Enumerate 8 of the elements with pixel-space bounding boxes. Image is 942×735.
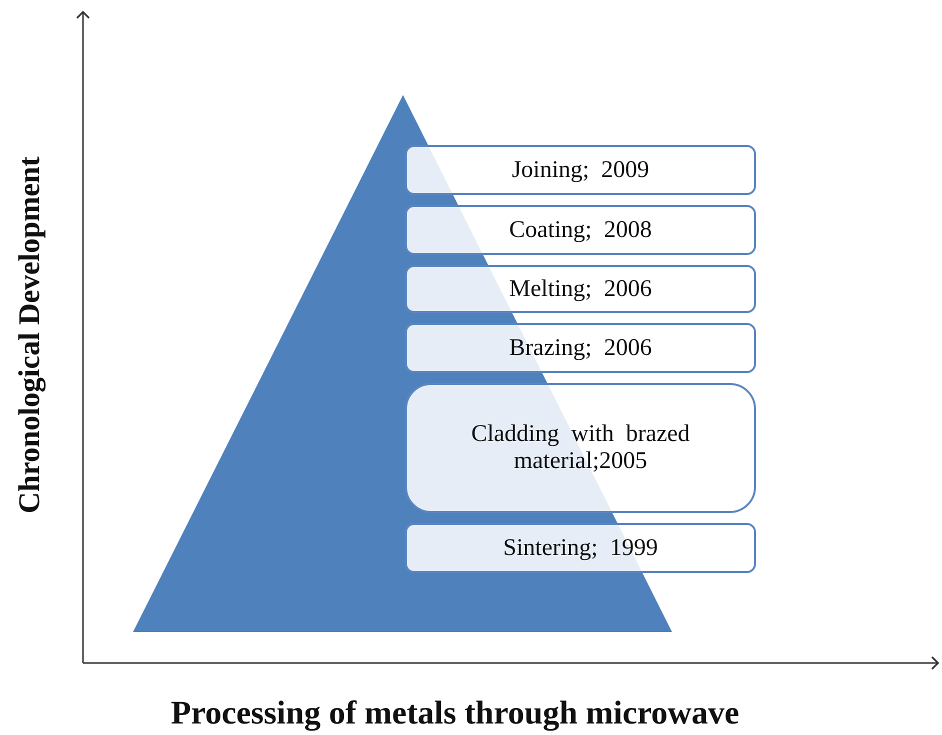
process-box: Cladding with brazed material;2005 — [405, 383, 756, 513]
x-axis-title: Processing of metals through microwave — [170, 696, 740, 732]
process-box: Sintering; 1999 — [405, 523, 756, 573]
process-box: Melting; 2006 — [405, 265, 756, 313]
y-axis-title: Chronological Development — [13, 156, 47, 514]
process-box: Brazing; 2006 — [405, 323, 756, 373]
process-box: Coating; 2008 — [405, 205, 756, 255]
process-box: Joining; 2009 — [405, 145, 756, 195]
